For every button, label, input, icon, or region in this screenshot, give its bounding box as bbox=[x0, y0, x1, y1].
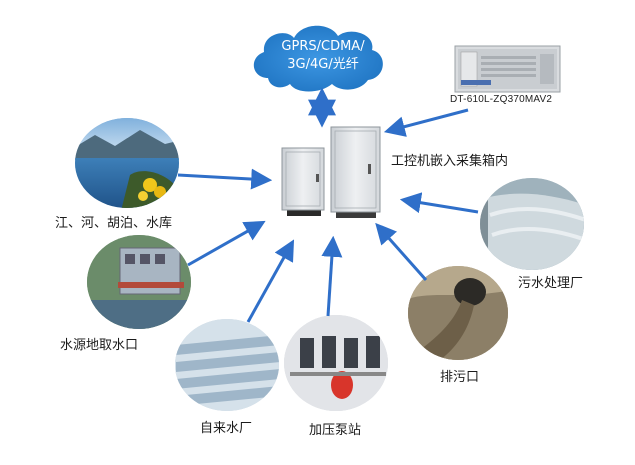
outlet-arrow bbox=[375, 222, 428, 281]
network-cloud bbox=[253, 25, 383, 92]
river-arrow bbox=[177, 168, 273, 190]
center-label: 工控机嵌入采集箱内 bbox=[391, 154, 509, 169]
outlet-image bbox=[408, 266, 508, 360]
plant-arrow bbox=[246, 239, 295, 323]
industrial-pc-image bbox=[454, 45, 561, 93]
cloud-label-line1: GPRS/CDMA/ bbox=[281, 39, 365, 54]
pump-arrow bbox=[321, 235, 343, 317]
intake-image bbox=[87, 235, 191, 329]
pc-arrow bbox=[383, 108, 469, 137]
plant-label: 自来水厂 bbox=[200, 421, 253, 436]
river-image bbox=[75, 118, 179, 208]
sewage-plant-image bbox=[480, 178, 584, 270]
pump-label: 加压泵站 bbox=[309, 423, 362, 438]
intake-arrow bbox=[187, 220, 266, 267]
outlet-label: 排污口 bbox=[440, 370, 480, 385]
sewage-arrow bbox=[399, 192, 479, 214]
sewage-label: 污水处理厂 bbox=[518, 276, 584, 291]
intake-label: 水源地取水口 bbox=[60, 338, 139, 353]
pump-station-image bbox=[284, 315, 388, 411]
river-label: 江、河、胡泊、水库 bbox=[55, 216, 173, 231]
collection-cabinets bbox=[281, 126, 381, 218]
server-model-label: DT-610L-ZQ370MAV2 bbox=[450, 94, 553, 105]
cloud-label-line2: 3G/4G/光纤 bbox=[287, 57, 359, 72]
water-plant-image bbox=[175, 319, 279, 411]
